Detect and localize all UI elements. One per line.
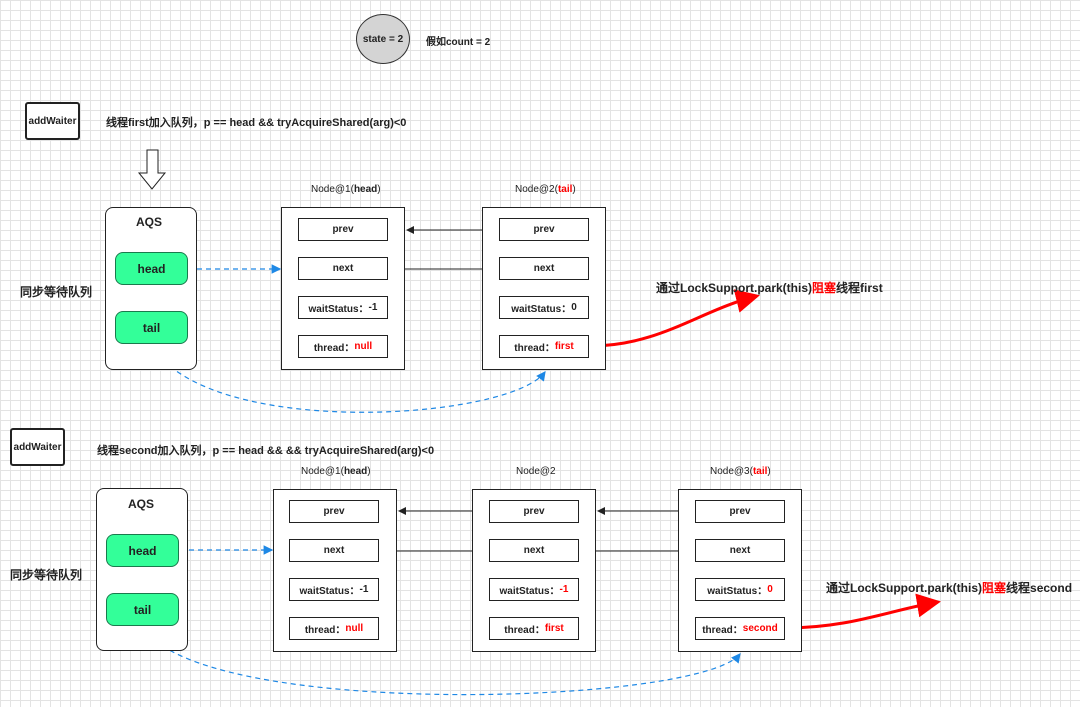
aqs-head-pointer-1: head — [115, 252, 188, 285]
s2-park-red-curve — [785, 593, 941, 630]
s1-node1-prev: prev — [298, 218, 388, 241]
aqs-tail-pointer-1: tail — [115, 311, 188, 344]
s2-node3-next: next — [695, 539, 785, 562]
s2-node1-next: next — [289, 539, 379, 562]
s2-node1-title: Node@1(head) — [301, 466, 371, 477]
aqs-tail-pointer-2: tail — [106, 593, 179, 626]
s1-node1-waitstatus: waitStatus：-1 — [298, 296, 388, 319]
head-label: head — [128, 543, 157, 558]
head-label: head — [137, 261, 166, 276]
s2-node3-waitstatus: waitStatus：0 — [695, 578, 785, 601]
add-waiter-button-1: addWaiter — [25, 102, 80, 140]
s2-node3-thread: thread：second — [695, 617, 785, 640]
count-note: 假如count = 2 — [426, 37, 491, 48]
s1-node1-title: Node@1(head) — [311, 184, 381, 195]
s2-node1-prev: prev — [289, 500, 379, 523]
add-waiter-label: addWaiter — [13, 441, 62, 453]
s2-node2-next: next — [489, 539, 579, 562]
s2-node3-prev: prev — [695, 500, 785, 523]
aqs-head-pointer-2: head — [106, 534, 179, 567]
down-hollow-arrow — [137, 149, 167, 190]
s2-node2-waitstatus: waitStatus：-1 — [489, 578, 579, 601]
s1-tail-to-node2-dashed — [151, 345, 546, 413]
s1-node1-thread: thread：null — [298, 335, 388, 358]
queue-label-1: 同步等待队列 — [20, 285, 93, 299]
tail-label: tail — [133, 602, 152, 617]
s1-node2-title: Node@2(tail) — [515, 184, 576, 195]
s2-park-text: 通过LockSupport.park(this)阻塞线程second — [826, 581, 1073, 595]
s1-park-red-curve — [589, 289, 760, 348]
queue-label-2: 同步等待队列 — [10, 568, 83, 582]
s2-node3-title: Node@3(tail) — [710, 466, 771, 477]
s2-node2-title: Node@2 — [516, 466, 556, 477]
aqs-container-2 — [96, 488, 188, 651]
section2-description: 线程second加入队列，p == head && && tryAcquireS… — [97, 445, 435, 457]
s2-node2-thread: thread：first — [489, 617, 579, 640]
aqs-container-1 — [105, 207, 197, 370]
s1-node2-next: next — [499, 257, 589, 280]
section1-description: 线程first加入队列，p == head && tryAcquireShare… — [106, 117, 407, 129]
tail-label: tail — [142, 320, 161, 335]
s1-node2-waitstatus: waitStatus：0 — [499, 296, 589, 319]
add-waiter-label: addWaiter — [28, 115, 77, 127]
state-circle: state = 2 — [356, 14, 410, 64]
s1-node2-prev: prev — [499, 218, 589, 241]
add-waiter-button-2: addWaiter — [10, 428, 65, 466]
s2-tail-to-node3-dashed — [142, 626, 741, 696]
s1-park-text: 通过LockSupport.park(this)阻塞线程first — [656, 281, 883, 295]
aqs-title-1: AQS — [136, 215, 163, 229]
state-text: state = 2 — [362, 33, 404, 45]
aqs-title-2: AQS — [128, 497, 155, 511]
s2-node1-waitstatus: waitStatus：-1 — [289, 578, 379, 601]
s1-node2-thread: thread：first — [499, 335, 589, 358]
s1-node1-next: next — [298, 257, 388, 280]
s2-node1-thread: thread：null — [289, 617, 379, 640]
s2-node2-prev: prev — [489, 500, 579, 523]
